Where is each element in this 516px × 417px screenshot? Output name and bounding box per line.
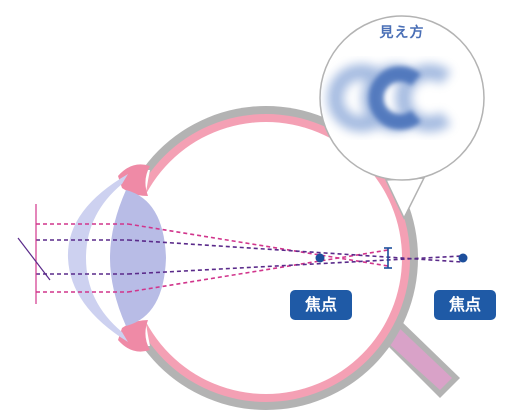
blurred-c-icon: [327, 64, 452, 132]
focus-label-inside: 焦点: [290, 290, 352, 320]
focus-label-behind: 焦点: [434, 290, 496, 320]
object-arrow: [17, 204, 51, 304]
retina-image-mark: [384, 247, 392, 269]
light-rays: [36, 223, 463, 293]
iris: [118, 164, 150, 352]
bubble-title: 見え方: [379, 25, 425, 41]
focus-point-inside: [315, 253, 325, 263]
cornea: [67, 174, 128, 342]
focus-point-behind: [458, 253, 468, 263]
eye-interior: [130, 122, 402, 394]
